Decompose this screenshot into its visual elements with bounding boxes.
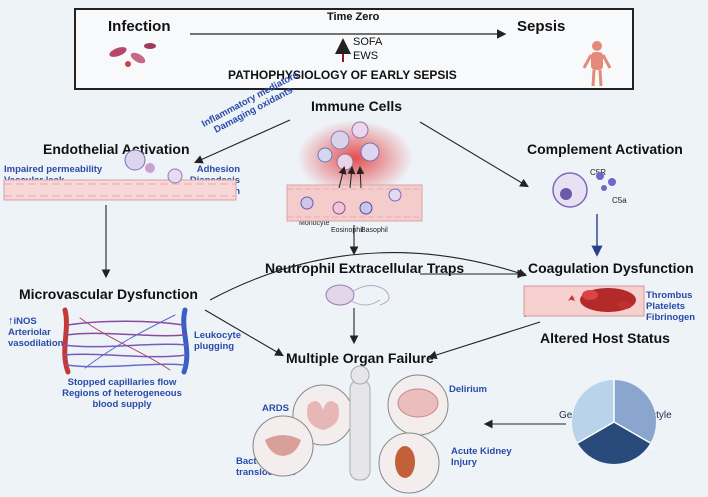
thrombus-text: Thrombus Platelets Fibrinogen: [646, 290, 695, 323]
leukocyte-text: Leukocyte plugging: [194, 330, 241, 352]
aki-line-1: Acute Kidney: [451, 446, 512, 457]
endothelial-right-2: Diapedesis: [189, 175, 240, 186]
time-zero-label: Time Zero: [327, 11, 380, 23]
coagulation-title: Coagulation Dysfunction: [528, 260, 694, 276]
ews-label: EWS: [353, 50, 379, 62]
microvascular-left-2: vasodilation: [8, 338, 64, 349]
complement-activation-title: Complement Activation: [527, 141, 683, 157]
aki-line-2: Injury: [451, 457, 477, 468]
banner-title: PATHOPHYSIOLOGY OF EARLY SEPSIS: [228, 68, 457, 82]
coag-right-1: Thrombus: [646, 290, 693, 301]
endothelial-left-text: Impaired permeability Vascular leak Tiss…: [4, 164, 102, 197]
bacterial-line-1: Bacterial: [236, 456, 277, 467]
coag-right-3: Fibrinogen: [646, 312, 696, 323]
top-panel: [74, 8, 634, 90]
microvascular-illustration: [62, 307, 190, 375]
capillaries-text: Stopped capillaries flow Regions of hete…: [52, 377, 192, 410]
monocyte-label: Monocyte: [299, 220, 330, 227]
sepsis-label: Sepsis: [517, 18, 566, 35]
endothelial-left-1: Impaired permeability: [4, 164, 103, 175]
net-illustration: [325, 284, 390, 306]
net-title: Neutrophil Extracellular Traps: [265, 260, 465, 276]
infection-label: Infection: [108, 18, 171, 35]
pie-lifestyle-label: Lifestyle: [635, 410, 672, 421]
arrow-coag-mof: [427, 321, 541, 360]
microvascular-bottom-1: Stopped capillaries flow: [67, 377, 177, 388]
up-arrow-icon: ↑: [8, 315, 14, 327]
inos-label: iNOS: [13, 316, 37, 327]
bacterial-text: Bacterial translocation: [236, 456, 296, 478]
pie-comorbidities-label: Comorbidities: [592, 441, 654, 452]
microvascular-bottom-2: Regions of heterogeneous: [62, 388, 182, 399]
aki-text: Acute Kidney Injury: [451, 446, 512, 468]
host-title: Altered Host Status: [540, 330, 670, 346]
arrow-immune-complement: [419, 121, 529, 188]
immune-cells-title: Immune Cells: [311, 98, 403, 114]
coag-right-2: Platelets: [646, 301, 686, 312]
endothelial-right-text: Adhesion Diapedesis Transmigration: [150, 164, 240, 197]
complement-illustration: [552, 172, 616, 208]
microvascular-right-2: plugging: [194, 341, 235, 352]
endothelial-left-2: Vascular leak: [4, 175, 65, 186]
endothelial-activation-title: Endothelial Activation: [43, 141, 190, 157]
microvascular-bottom-3: blood supply: [92, 399, 152, 410]
activated-line-1: Activated: [524, 296, 567, 307]
pie-genetics-label: Genetics: [559, 410, 599, 421]
basophil-label: Basophil: [361, 227, 388, 234]
bacterial-line-2: translocation: [236, 467, 296, 478]
c5a-label: C5a: [612, 196, 627, 205]
neutrophil-label: Neutrophil: [384, 205, 416, 212]
microvascular-right-1: Leukocyte: [194, 330, 241, 341]
eosinophil-label: Eosinophil: [331, 227, 364, 234]
microvascular-title: Microvascular Dysfunction: [19, 286, 198, 302]
sofa-label: SOFA: [353, 36, 383, 48]
ards-label: ARDS: [262, 403, 289, 414]
mof-title: Multiple Organ Failure: [286, 350, 434, 366]
activated-platelet-text: Activated platelet: [524, 296, 567, 318]
delirium-label: Delirium: [449, 384, 488, 395]
c5r-label: C5R: [590, 168, 607, 177]
endothelial-right-3: Transmigration: [171, 186, 240, 197]
endothelial-left-3: Tissue edema: [4, 186, 67, 197]
microvascular-left-1: Arteriolar: [8, 327, 51, 338]
activated-line-2: platelet: [524, 307, 558, 318]
inos-text: ↑iNOS Arteriolar vasodilation: [8, 315, 64, 350]
endothelial-right-1: Adhesion: [196, 164, 240, 175]
